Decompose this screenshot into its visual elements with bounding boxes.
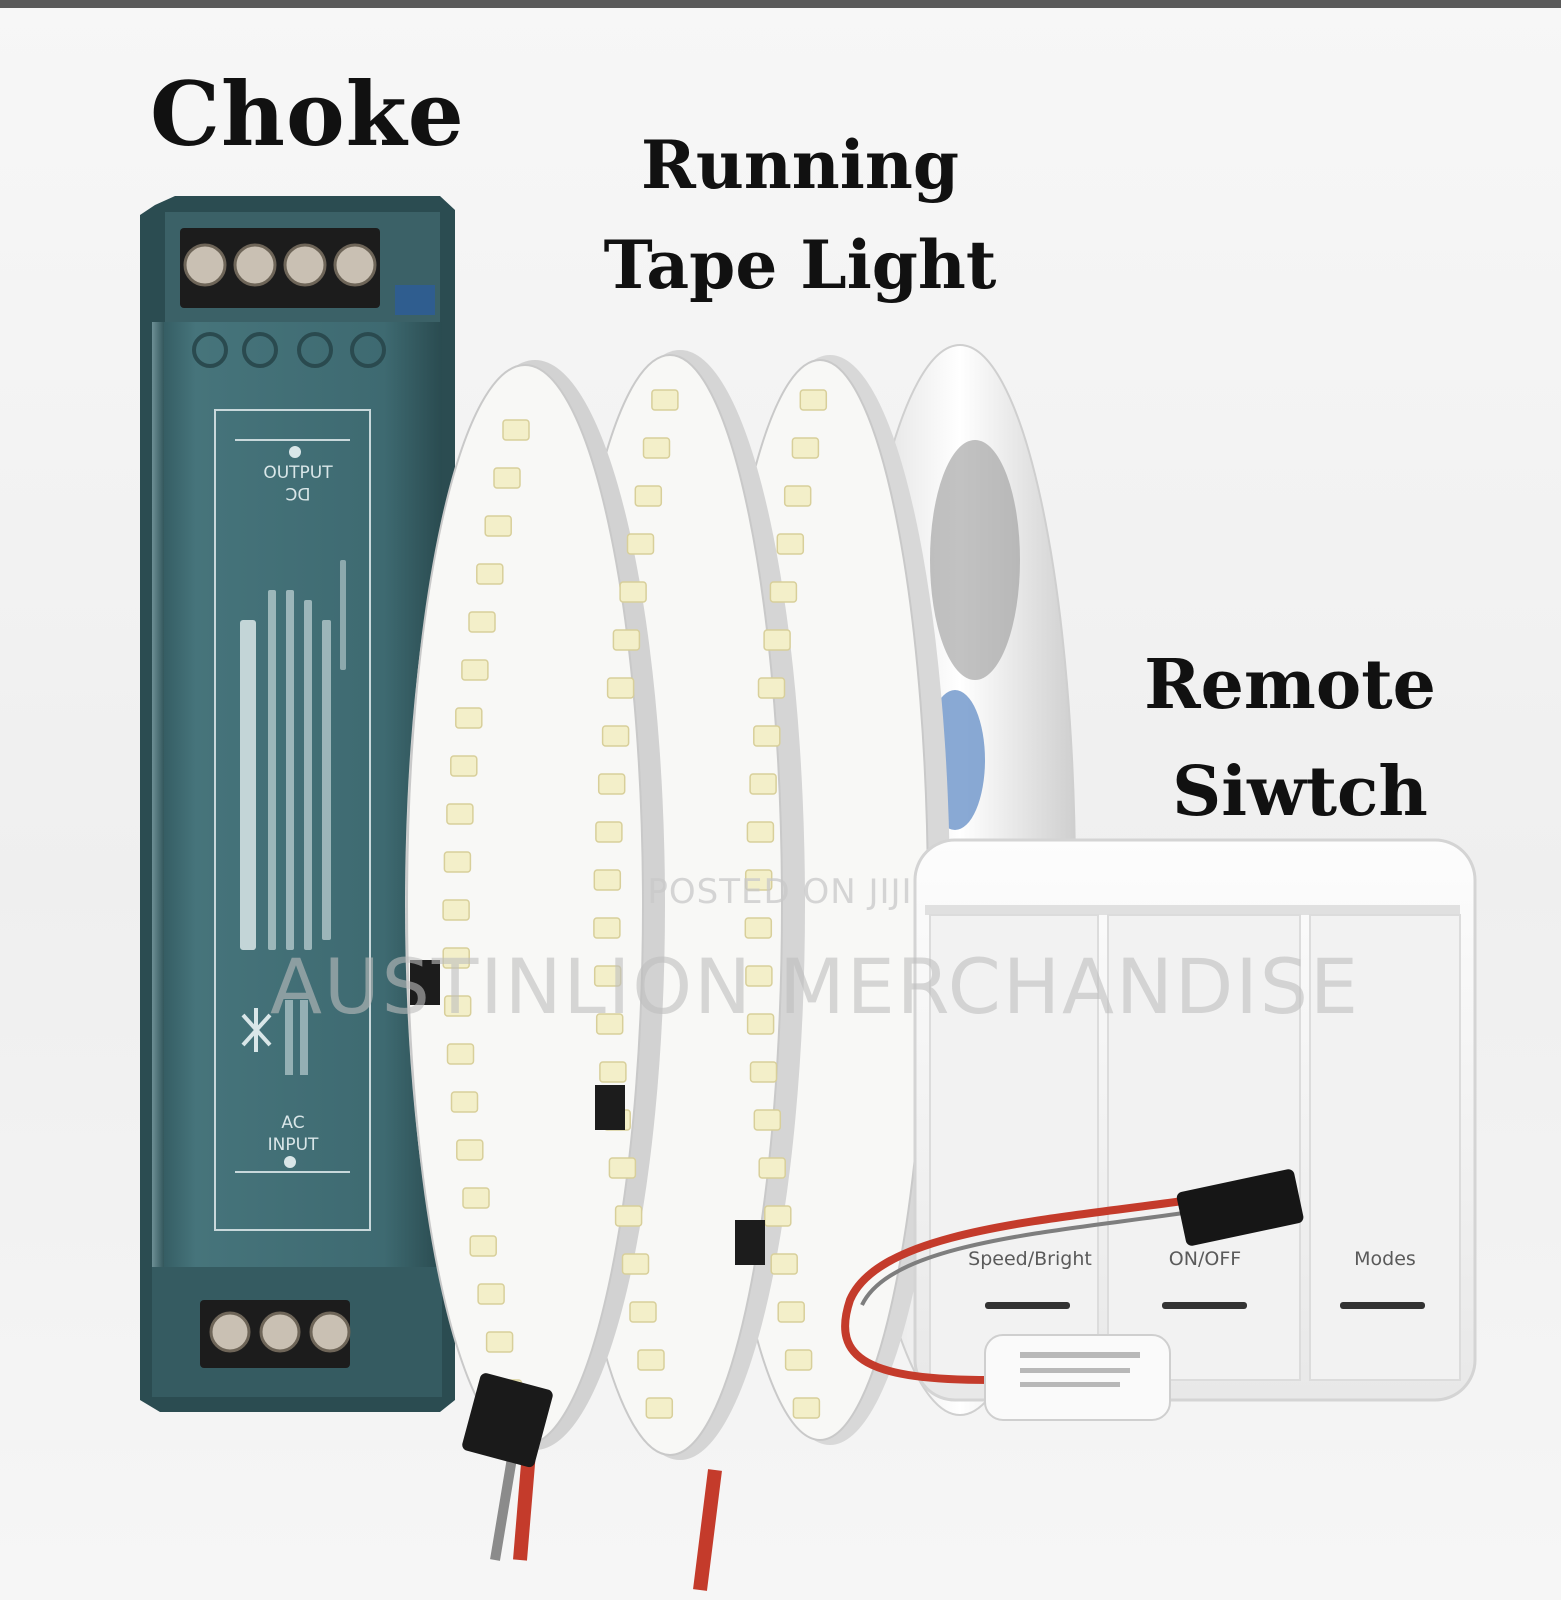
led-chip xyxy=(783,485,812,507)
led-chip xyxy=(608,1157,637,1179)
led-chip xyxy=(791,437,820,459)
led-chip xyxy=(484,515,512,537)
led-chip xyxy=(612,629,641,651)
modes-label: Modes xyxy=(1354,1248,1416,1270)
speed-bright-label: Speed/Bright xyxy=(968,1248,1092,1270)
led-chip xyxy=(593,917,621,939)
ac-label: AC xyxy=(281,1113,304,1133)
led-chip xyxy=(753,1109,782,1131)
led-chip xyxy=(599,1061,627,1083)
led-chips xyxy=(442,389,828,1419)
led-chip xyxy=(442,899,470,921)
on-off-button: ON/OFF xyxy=(1162,1248,1247,1309)
led-chip xyxy=(637,1349,665,1371)
led-chip xyxy=(595,821,623,843)
choke-label: Choke xyxy=(150,62,465,166)
led-chip xyxy=(621,1253,650,1275)
led-chip xyxy=(606,677,635,699)
led-chip xyxy=(443,995,472,1017)
led-chip xyxy=(455,707,483,729)
rf-controller-module xyxy=(984,1334,1171,1421)
led-chip xyxy=(493,467,521,489)
output-dc-label: DC xyxy=(286,483,311,503)
remote-label-line1: Remote xyxy=(1144,645,1436,725)
led-chip xyxy=(784,1349,813,1371)
led-chip xyxy=(614,1205,643,1227)
led-chip xyxy=(461,659,489,681)
choke-power-supply: OUTPUT DC AC INPUT xyxy=(140,196,455,1412)
tape-connector xyxy=(462,1373,722,1591)
watermark-posted: POSTED ON JIJI xyxy=(647,872,913,912)
led-chip xyxy=(776,533,805,555)
led-chip xyxy=(744,917,773,939)
led-chip xyxy=(749,773,777,795)
led-chip xyxy=(626,533,655,555)
led-chip xyxy=(443,851,472,873)
ic-chip xyxy=(735,1220,765,1265)
led-chip xyxy=(749,1061,778,1083)
tape-label-line2: Tape Light xyxy=(603,226,997,304)
led-chip xyxy=(792,1397,821,1419)
led-chip xyxy=(770,1253,798,1275)
ic-chip xyxy=(595,1085,625,1130)
led-chip xyxy=(469,1235,497,1257)
led-chip xyxy=(746,1013,775,1035)
led-chip xyxy=(601,725,630,747)
led-chip xyxy=(593,965,622,987)
led-chip xyxy=(446,1043,475,1065)
top-border xyxy=(0,0,1561,8)
led-chip xyxy=(642,437,671,459)
led-chip xyxy=(758,1157,786,1179)
led-chip xyxy=(777,1301,805,1323)
remote-label-line2: Siwtch xyxy=(1172,752,1428,832)
led-chip xyxy=(450,755,478,777)
led-chip xyxy=(745,965,773,987)
brand-logo-icon xyxy=(241,1008,272,1052)
led-chip xyxy=(477,1283,505,1305)
output-label: OUTPUT xyxy=(263,463,333,483)
led-chip xyxy=(456,1139,484,1161)
led-chip xyxy=(651,389,679,411)
led-chip xyxy=(769,581,798,603)
input-label: INPUT xyxy=(268,1135,319,1155)
on-off-label: ON/OFF xyxy=(1169,1248,1241,1270)
led-chip xyxy=(757,677,786,699)
led-chip xyxy=(462,1187,490,1209)
led-chip xyxy=(446,803,474,825)
speed-bright-button: Speed/Bright xyxy=(968,1248,1092,1309)
led-chip xyxy=(746,821,775,843)
led-chip xyxy=(744,869,773,891)
modes-button: Modes xyxy=(1340,1248,1425,1309)
led-chip xyxy=(595,1013,624,1035)
led-chip xyxy=(450,1091,479,1113)
led-chip xyxy=(476,563,504,585)
ic-chip xyxy=(410,960,440,1005)
output-terminal-screws xyxy=(183,243,377,287)
led-chip xyxy=(764,1205,792,1227)
led-chip xyxy=(629,1301,657,1323)
jst-connector xyxy=(1176,1169,1304,1246)
watermark-merchant: AUSTINLION MERCHANDISE xyxy=(270,942,1361,1031)
led-chip xyxy=(502,419,530,441)
led-chip xyxy=(593,869,622,891)
led-chip xyxy=(753,725,781,747)
led-chip xyxy=(442,947,470,969)
input-terminal-screws xyxy=(209,1311,351,1353)
tape-label-line1: Running xyxy=(640,126,959,204)
led-chip xyxy=(485,1331,514,1353)
led-chip xyxy=(597,773,626,795)
led-chip xyxy=(634,485,663,507)
led-chip xyxy=(763,629,791,651)
remote-switch-panel: Speed/Bright ON/OFF Modes xyxy=(841,838,1477,1421)
led-chip xyxy=(619,581,647,603)
led-chip xyxy=(645,1397,674,1419)
led-chip xyxy=(799,389,828,411)
led-chip xyxy=(468,611,496,633)
